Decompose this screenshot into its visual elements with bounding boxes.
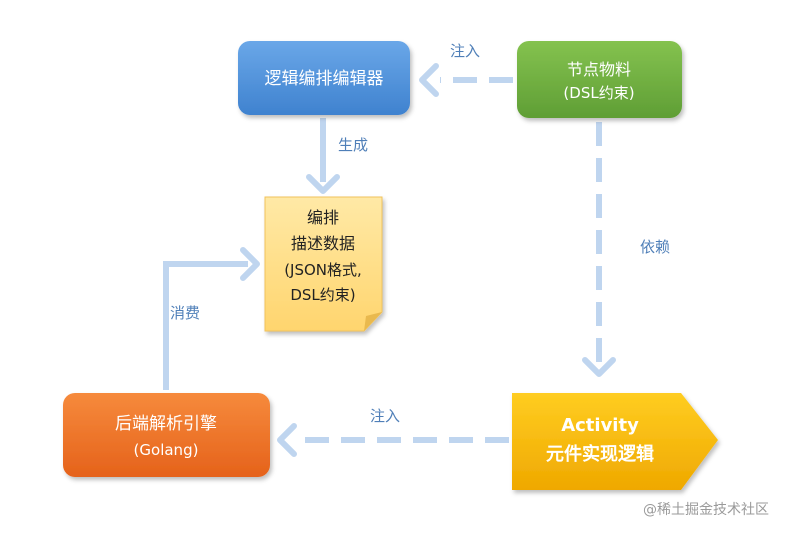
edge-inject-top <box>419 63 513 97</box>
node-editor: 逻辑编排编辑器 <box>238 41 410 115</box>
node-backend: 后端解析引擎 (Golang) <box>63 393 270 477</box>
edge-label-inject-bottom: 注入 <box>370 407 400 425</box>
node-data-line4: DSL约束) <box>290 286 355 304</box>
edge-inject-bottom <box>277 423 509 457</box>
node-data-line1: 编排 <box>307 208 339 227</box>
node-activity-line1: Activity <box>561 415 639 436</box>
edge-depend <box>582 122 616 377</box>
edge-label-consume: 消费 <box>170 304 200 322</box>
node-editor-label: 逻辑编排编辑器 <box>265 69 384 89</box>
node-materials-line2: (DSL约束) <box>563 84 634 102</box>
edge-consume <box>163 247 260 390</box>
node-backend-line1: 后端解析引擎 <box>115 414 217 434</box>
note-folded-corner <box>364 312 382 331</box>
node-data-line3: (JSON格式, <box>284 261 362 279</box>
edge-label-depend: 依赖 <box>640 238 670 256</box>
node-activity-line2: 元件实现逻辑 <box>546 443 654 465</box>
node-activity: Activity 元件实现逻辑 <box>512 393 718 490</box>
watermark: @稀土掘金技术社区 <box>643 502 769 518</box>
node-data-note: 编排 描述数据 (JSON格式, DSL约束) <box>264 196 383 332</box>
node-materials-line1: 节点物料 <box>567 60 631 79</box>
edge-label-inject-top: 注入 <box>450 42 480 60</box>
node-backend-line2: (Golang) <box>134 441 199 459</box>
edge-generate <box>306 118 340 194</box>
node-data-line2: 描述数据 <box>291 234 355 253</box>
edge-label-generate: 生成 <box>338 136 368 154</box>
node-materials: 节点物料 (DSL约束) <box>517 41 682 118</box>
